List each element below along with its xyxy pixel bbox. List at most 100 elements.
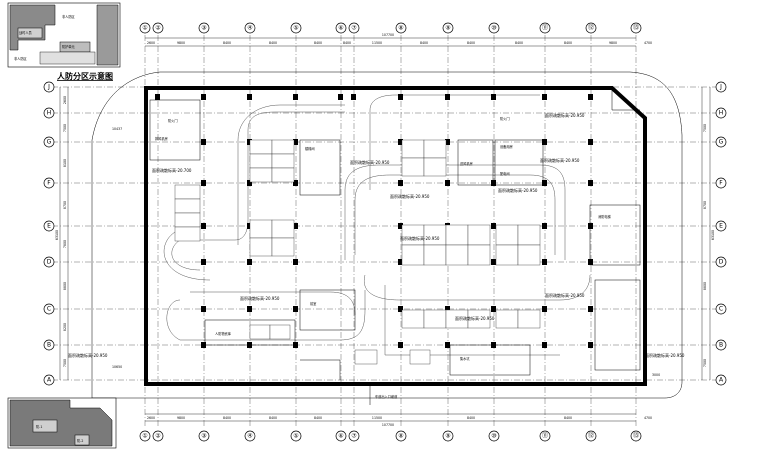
legend-label: 防-1 [36, 424, 42, 429]
legend-label: 战时人员 [19, 30, 32, 35]
axis-bubble-label: ⑧ [398, 25, 403, 32]
side-note: 3000 [652, 373, 660, 377]
dim-seg: 8400 [314, 416, 322, 420]
dim-seg: 7500 [703, 359, 707, 367]
vertical-grid-lines [144, 35, 637, 428]
room-label: 消防电梯 [598, 214, 612, 219]
axis-bubble-label: ⑥ [338, 433, 343, 440]
right-total-dimension: 63100 [711, 230, 715, 240]
dim-seg: 11500 [372, 416, 382, 420]
axis-bubble-label: J [47, 84, 50, 91]
axis-bubble-label: ⑤ [293, 433, 298, 440]
axis-bubble-label: ⑫ [588, 24, 594, 32]
dim-seg: 8800 [703, 282, 707, 290]
site-boundary [91, 71, 683, 399]
legend-label: 非人防区 [62, 14, 76, 19]
dim-seg: 8400 [515, 41, 523, 45]
axis-bubble-label: G [719, 139, 724, 146]
dim-seg: 8400 [343, 41, 351, 45]
room-partitions [149, 88, 641, 380]
dim-seg: 11500 [372, 41, 382, 45]
room-label: 楼梯间 [305, 146, 315, 151]
dim-seg: 8100 [63, 159, 67, 167]
elevation-label: 面积疏散标高-20.950 [645, 352, 685, 358]
axis-bubble-label: ⑪ [542, 432, 548, 440]
legend-label: 防护单元 [62, 44, 76, 49]
axis-bubble-label: ③ [201, 433, 206, 440]
elevation-label: 面积疏散标高-20.950 [240, 295, 280, 301]
axis-bubble-label: ⑦ [351, 25, 357, 32]
room-label: 送风机房 [460, 161, 473, 166]
drawing-title: 人防分区示意图 [57, 71, 113, 81]
legend-thumbnail-top: 非人防区 战时人员 防护单元 非人防区 [7, 2, 121, 68]
axis-bubble-label: B [47, 342, 51, 349]
axis-bubble-label: J [719, 84, 722, 91]
right-dimension-chain: 63100 7500 8700 8800 7500 [701, 87, 715, 380]
elevation-label: 面积疏散标高-20.950 [545, 292, 585, 298]
elevation-label: 面积疏散标高-20.950 [498, 187, 538, 193]
bottom-total-dimension: 107700 [382, 423, 394, 427]
room-label: 排风机房 [155, 136, 168, 141]
left-total-dimension: 63100 [55, 230, 59, 240]
axis-bubble-label: ⑨ [445, 25, 450, 32]
parking-stalls [174, 139, 541, 365]
axis-bubble-label: D [719, 259, 724, 266]
axis-bubble-label: ③ [201, 25, 206, 32]
axis-bubble-label: ⑬ [633, 432, 639, 440]
elevation-label: 面积疏散标高-20.950 [400, 235, 440, 241]
legend-thumbnail-bottom: 防-1 防-2 [7, 397, 117, 449]
axis-bubble-label: ⑫ [588, 432, 594, 440]
top-dimension-chain: 107700 2600 9800 8400 8400 8400 8400 115… [145, 33, 652, 47]
axis-bubble-label: A [719, 377, 724, 384]
axis-bubble-label: F [47, 180, 51, 187]
axis-bubble-label: ② [155, 25, 161, 32]
axis-bubble-label: ④ [247, 433, 252, 440]
room-label: 配电间 [500, 171, 510, 176]
dim-seg: 8800 [63, 282, 67, 290]
top-total-dimension: 107700 [382, 33, 394, 37]
room-label: 防火门 [500, 116, 510, 121]
dim-seg: 8400 [223, 41, 231, 45]
side-note: 10650 [112, 365, 122, 369]
axis-bubble-label: H [47, 110, 52, 117]
dim-seg: 8400 [269, 41, 277, 45]
elevation-label: 面积疏散标高-20.950 [390, 193, 430, 199]
axis-bubble-label: D [47, 259, 52, 266]
axis-bubble-label: E [47, 223, 51, 230]
axis-bubble-label: ⑩ [491, 433, 496, 440]
elevation-label: 面积疏散标高-20.950 [68, 352, 108, 358]
axis-bubble-label: B [719, 342, 723, 349]
dim-seg: 2600 [63, 96, 67, 104]
dim-seg: 8400 [223, 416, 231, 420]
dim-seg: 7500 [703, 124, 707, 132]
dim-seg: 8200 [63, 323, 67, 331]
axis-bubble-label: ⑦ [351, 433, 357, 440]
dim-seg: 8400 [467, 41, 475, 45]
axis-bubble-label: C [47, 306, 51, 313]
axis-bubble-label: E [719, 223, 723, 230]
room-labels: 防火门 排风机房 楼梯间 送风机房 设备用房 配电间 消防电梯 前室 人防物资库… [155, 116, 612, 361]
axis-bubble-label: ⑪ [542, 24, 548, 32]
axis-bubble-label: ⑤ [293, 25, 298, 32]
dim-seg: 7500 [63, 124, 67, 132]
axis-bubble-label: ④ [247, 25, 252, 32]
dim-seg: 4700 [644, 41, 652, 45]
dim-seg: 7800 [63, 240, 67, 248]
right-axis-bubbles: J H G F E D C B A [715, 81, 727, 386]
dim-seg: 2600 [147, 416, 155, 420]
elevation-label: 面积疏散标高-20.950 [350, 159, 390, 165]
left-axis-bubbles: J H G F E D C B A [43, 81, 55, 386]
room-label: 集水坑 [460, 356, 470, 361]
dim-seg: 7500 [63, 359, 67, 367]
axis-bubble-label: C [719, 306, 723, 313]
legend-label: 防-2 [77, 438, 83, 443]
bottom-axis-bubbles: ① ② ③ ④ ⑤ ⑥ ⑦ ⑧ ⑨ ⑩ ⑪ ⑫ ⑬ [139, 430, 642, 442]
dim-seg: 2600 [147, 41, 155, 45]
left-dimension-chain: 63100 2600 7500 8100 8700 7800 8800 8200… [55, 87, 69, 380]
elevation-labels: 面积疏散标高-20.700 面积疏散标高-20.950 面积疏散标高-20.95… [68, 112, 685, 358]
elevation-label: 面积疏散标高-20.700 [152, 167, 192, 173]
dim-seg: 9800 [609, 41, 617, 45]
axis-bubble-label: A [47, 377, 52, 384]
room-label: 设备用房 [500, 144, 513, 149]
axis-bubble-label: ⑧ [398, 433, 403, 440]
